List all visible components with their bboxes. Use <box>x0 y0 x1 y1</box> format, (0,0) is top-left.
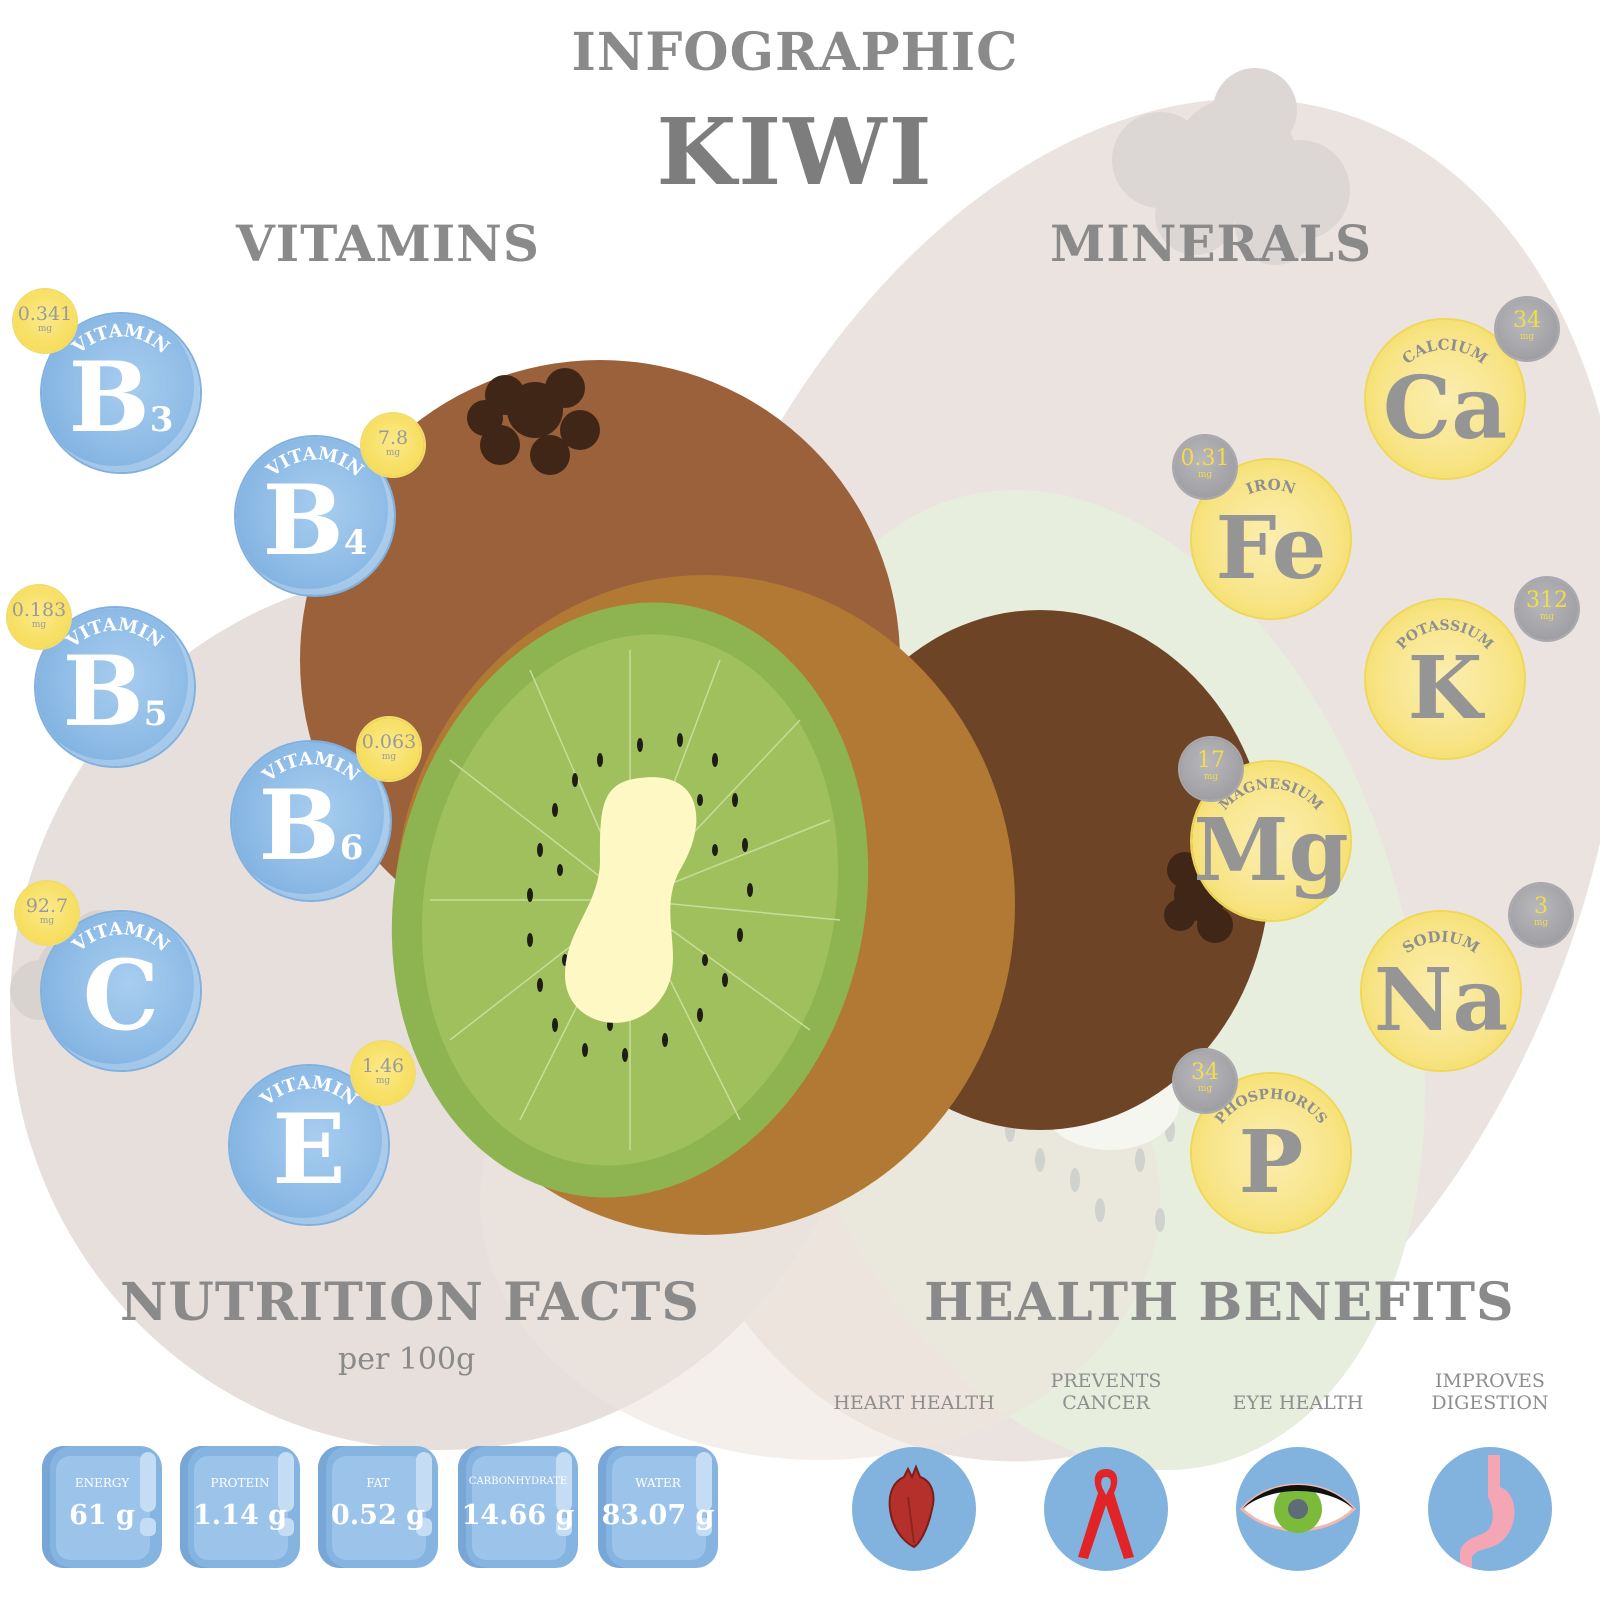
vitamin-e-badge: VITAMIN E <box>230 1066 388 1224</box>
nutrition-value: 83.07 g <box>601 1500 715 1531</box>
nutrition-value: 14.66 g <box>461 1500 575 1531</box>
stomach-icon <box>1428 1447 1552 1571</box>
nutrition-per-label: per 100g <box>338 1342 476 1377</box>
vitamin-letter: B <box>68 341 150 454</box>
vitamin-c-badge: VITAMIN C <box>42 912 200 1070</box>
infographic-label: INFOGRAPHIC <box>571 22 1019 83</box>
benefit-label-heart: HEART HEALTH <box>833 1392 995 1414</box>
minerals-heading: MINERALS <box>1050 214 1373 273</box>
svg-text:IRON: IRON <box>1244 475 1299 498</box>
vitamin-subscript: 5 <box>143 694 168 734</box>
vitamin-subscript: 3 <box>149 400 174 440</box>
page-title: KIWI <box>656 98 934 206</box>
nutrition-facts-heading: NUTRITION FACTS <box>120 1272 700 1333</box>
nutrition-card-carbohydrate: CARBONHYDRATE 14.66 g <box>458 1446 578 1568</box>
mineral-symbol: P <box>1238 1112 1304 1213</box>
vitamin-letter: B <box>62 635 144 748</box>
nutrition-label: CARBONHYDRATE <box>468 1476 568 1487</box>
vitamin-letter: E <box>272 1093 346 1206</box>
mineral-symbol: K <box>1407 638 1483 739</box>
vitamins-heading: VITAMINS <box>236 214 540 273</box>
nutrition-value: 1.14 g <box>192 1500 288 1531</box>
heart-icon <box>852 1447 976 1571</box>
mineral-sodium-badge: SODIUM Na <box>1362 912 1520 1070</box>
nutrition-label: WATER <box>635 1476 681 1490</box>
mineral-symbol: Na <box>1373 950 1509 1051</box>
ribbon-icon <box>1044 1447 1168 1571</box>
nutrition-label: FAT <box>366 1476 390 1490</box>
mineral-symbol: Ca <box>1382 358 1508 459</box>
mineral-calcium-badge: CALCIUM Ca <box>1366 320 1524 478</box>
eye-icon <box>1236 1447 1360 1571</box>
health-benefits-heading: HEALTH BENEFITS <box>924 1272 1515 1333</box>
nutrition-value: 61 g <box>69 1500 135 1531</box>
vitamin-subscript: 4 <box>343 523 368 563</box>
vitamin-b6-badge: VITAMIN B6 <box>232 742 390 900</box>
nutrition-label: ENERGY <box>74 1476 130 1490</box>
nutrition-value: 0.52 g <box>330 1500 426 1531</box>
nutrition-card-fat: FAT 0.52 g <box>318 1446 438 1568</box>
mineral-symbol: Fe <box>1215 498 1327 599</box>
vitamin-subscript: 6 <box>339 828 364 868</box>
vitamin-letter: C <box>82 939 160 1052</box>
vitamin-letter: B <box>258 769 340 882</box>
nutrition-card-water: WATER 83.07 g <box>598 1446 718 1568</box>
nutrition-label: PROTEIN <box>210 1476 270 1490</box>
mineral-potassium-badge: POTASSIUM K <box>1366 600 1524 758</box>
benefit-label-eye: EYE HEALTH <box>1232 1392 1364 1414</box>
nutrition-card-protein: PROTEIN 1.14 g <box>180 1446 300 1568</box>
vitamin-letter: B <box>262 464 344 577</box>
mineral-name: IRON <box>1244 475 1299 498</box>
mineral-symbol: Mg <box>1193 800 1349 901</box>
nutrition-card-energy: ENERGY 61 g <box>42 1446 162 1568</box>
